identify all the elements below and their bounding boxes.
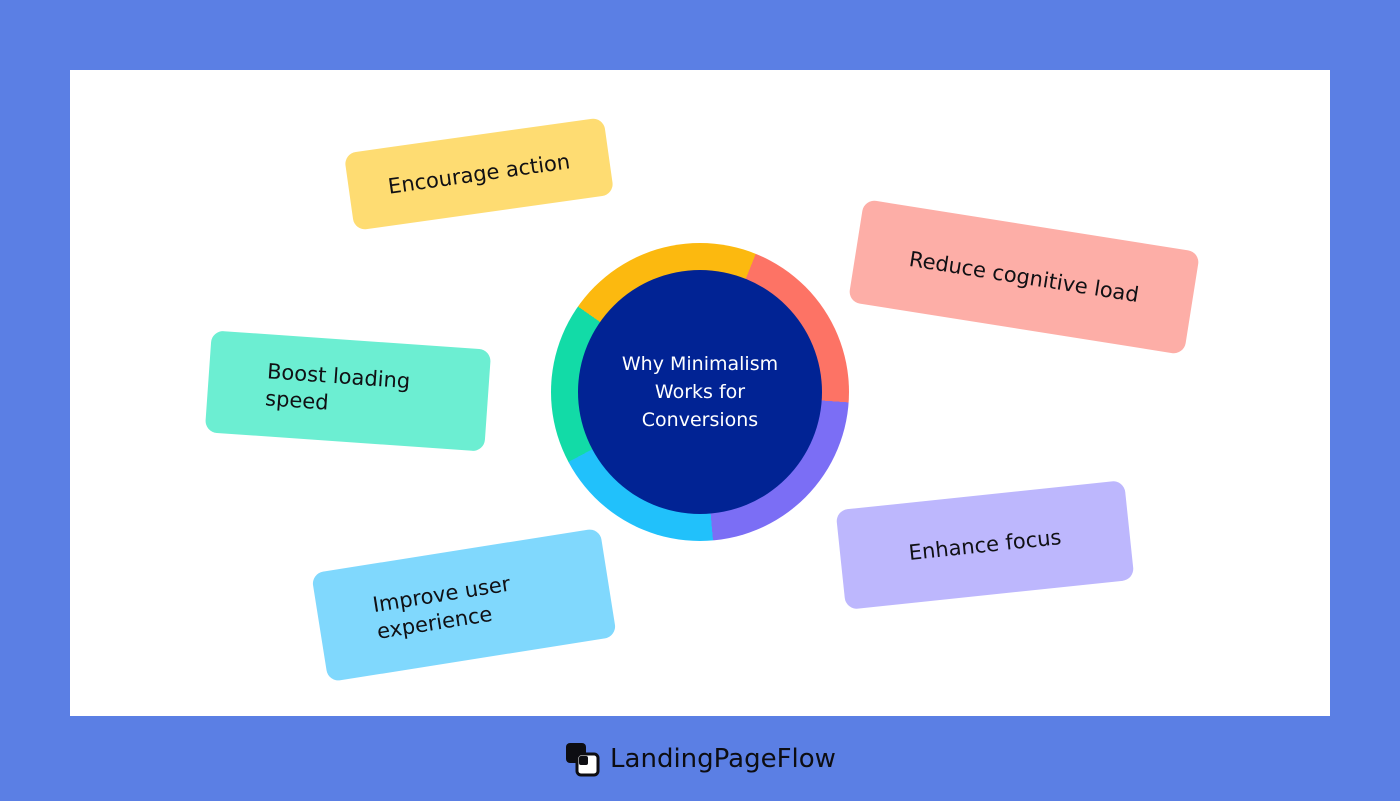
card-boost-loading-speed: Boost loading speed — [204, 330, 492, 452]
card-label: Encourage action — [386, 148, 572, 199]
card-label: Improve user experience — [371, 571, 512, 644]
card-label: Enhance focus — [907, 524, 1063, 565]
brand-footer: LandingPageFlow — [0, 716, 1400, 801]
brand-name: LandingPageFlow — [610, 743, 836, 774]
card-label: Boost loading speed — [264, 359, 411, 415]
overlapping-squares-logo-icon — [566, 742, 600, 776]
center-title: Why Minimalism Works for Conversions — [621, 353, 779, 431]
card-label: Reduce cognitive load — [907, 246, 1141, 307]
center-circle: Why Minimalism Works for Conversions — [578, 270, 822, 514]
